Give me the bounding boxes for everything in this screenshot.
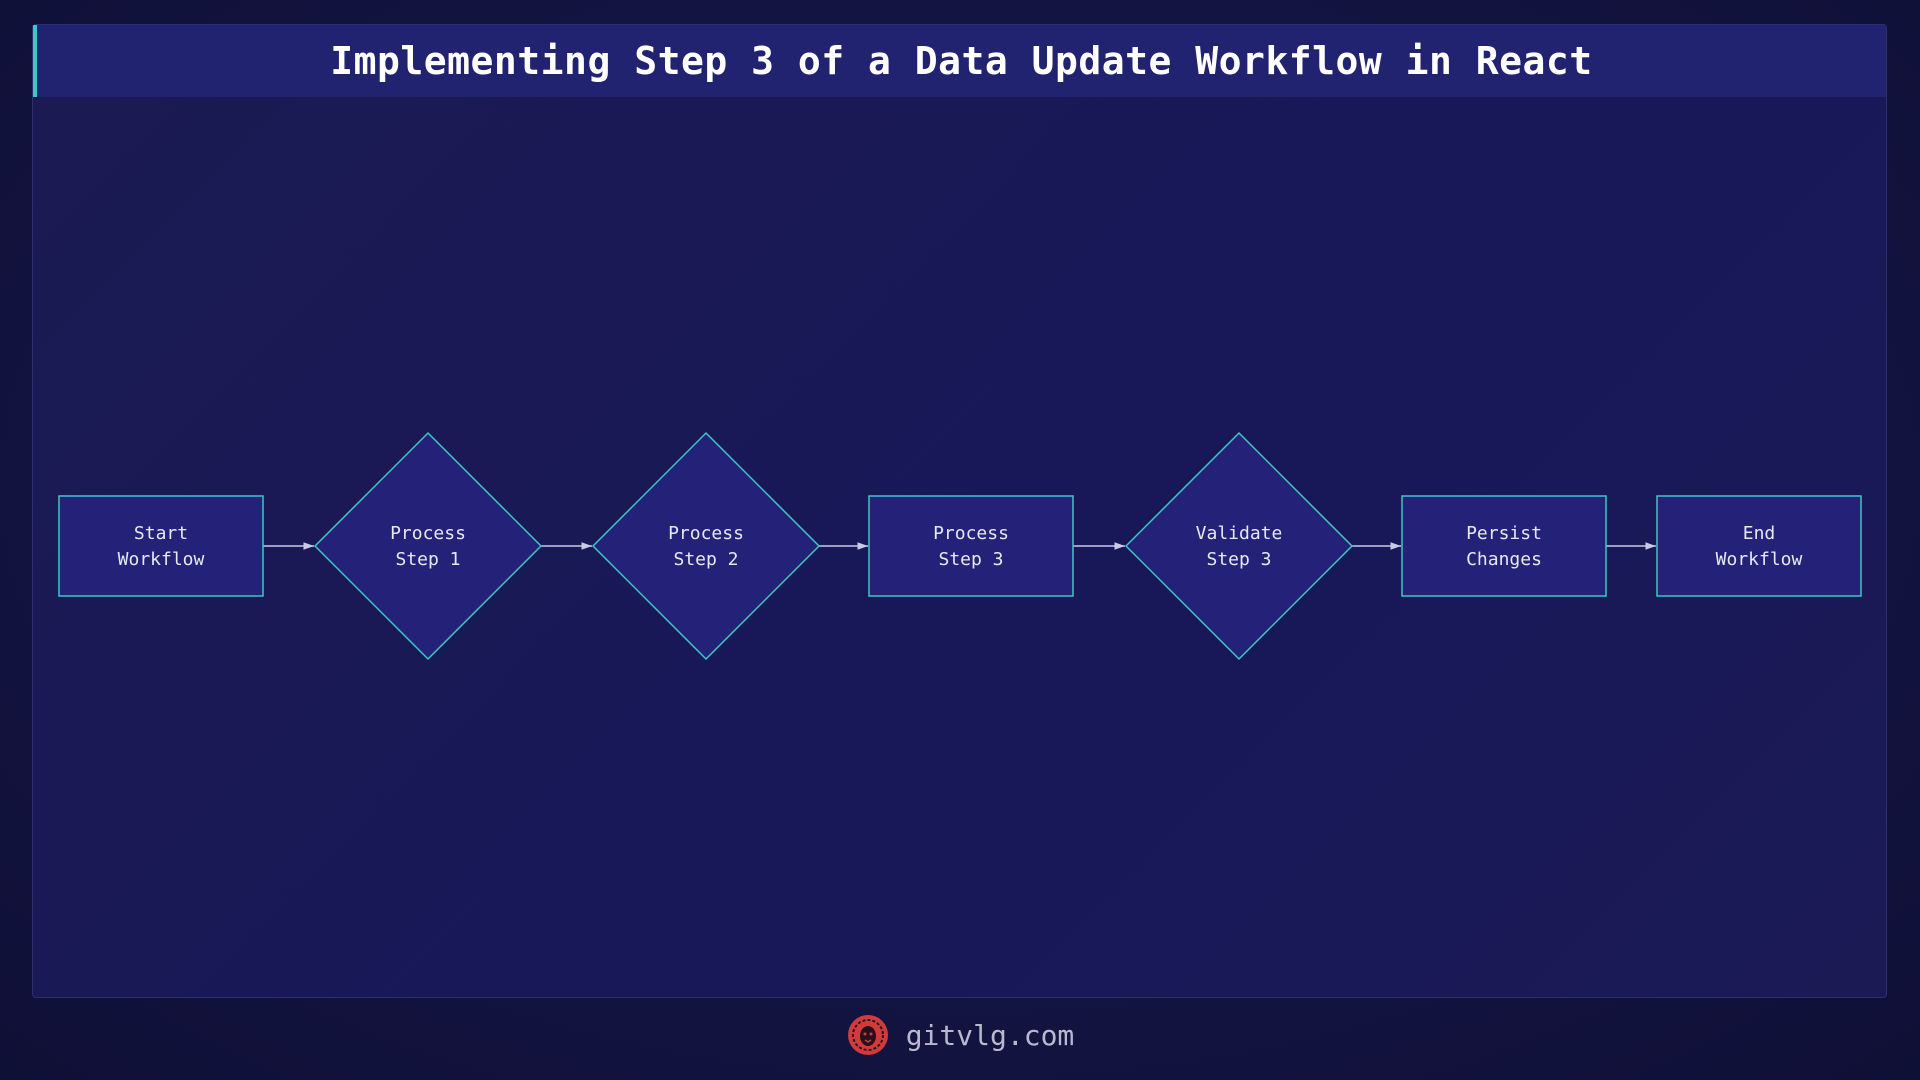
node-v3-label-line-2: Step 3 [1206, 549, 1271, 570]
node-p1-shape [313, 431, 543, 661]
node-start-label-line-2: Workflow [118, 549, 205, 570]
node-start-label-line-1: Start [134, 523, 188, 544]
node-persist-shape [1401, 495, 1607, 597]
node-v3-label-line-1: Validate [1196, 523, 1283, 544]
node-persist-label-line-2: Changes [1466, 549, 1542, 570]
node-start-shape [58, 495, 264, 597]
lion-logo-icon [847, 1015, 888, 1055]
node-end-shape [1656, 495, 1862, 597]
node-p2-shape [591, 431, 821, 661]
node-p2-label-line-2: Step 2 [673, 549, 738, 570]
node-p1-label-line-1: Process [390, 523, 466, 544]
node-p1-label-line-2: Step 1 [395, 549, 460, 570]
node-end-label-line-1: End [1743, 523, 1776, 544]
page-title: Implementing Step 3 of a Data Update Wor… [330, 39, 1593, 83]
node-end-label-line-2: Workflow [1716, 549, 1803, 570]
footer: gitvlg.com [0, 1010, 1920, 1060]
node-p3-label-line-1: Process [933, 523, 1009, 544]
node-v3-shape [1124, 431, 1354, 661]
footer-site: gitvlg.com [905, 1018, 1075, 1052]
node-persist-label-line-1: Persist [1466, 523, 1542, 544]
node-p3-label-line-2: Step 3 [938, 549, 1003, 570]
title-bar: Implementing Step 3 of a Data Update Wor… [33, 25, 1886, 97]
node-p3-shape [868, 495, 1074, 597]
node-p2-label-line-1: Process [668, 523, 744, 544]
